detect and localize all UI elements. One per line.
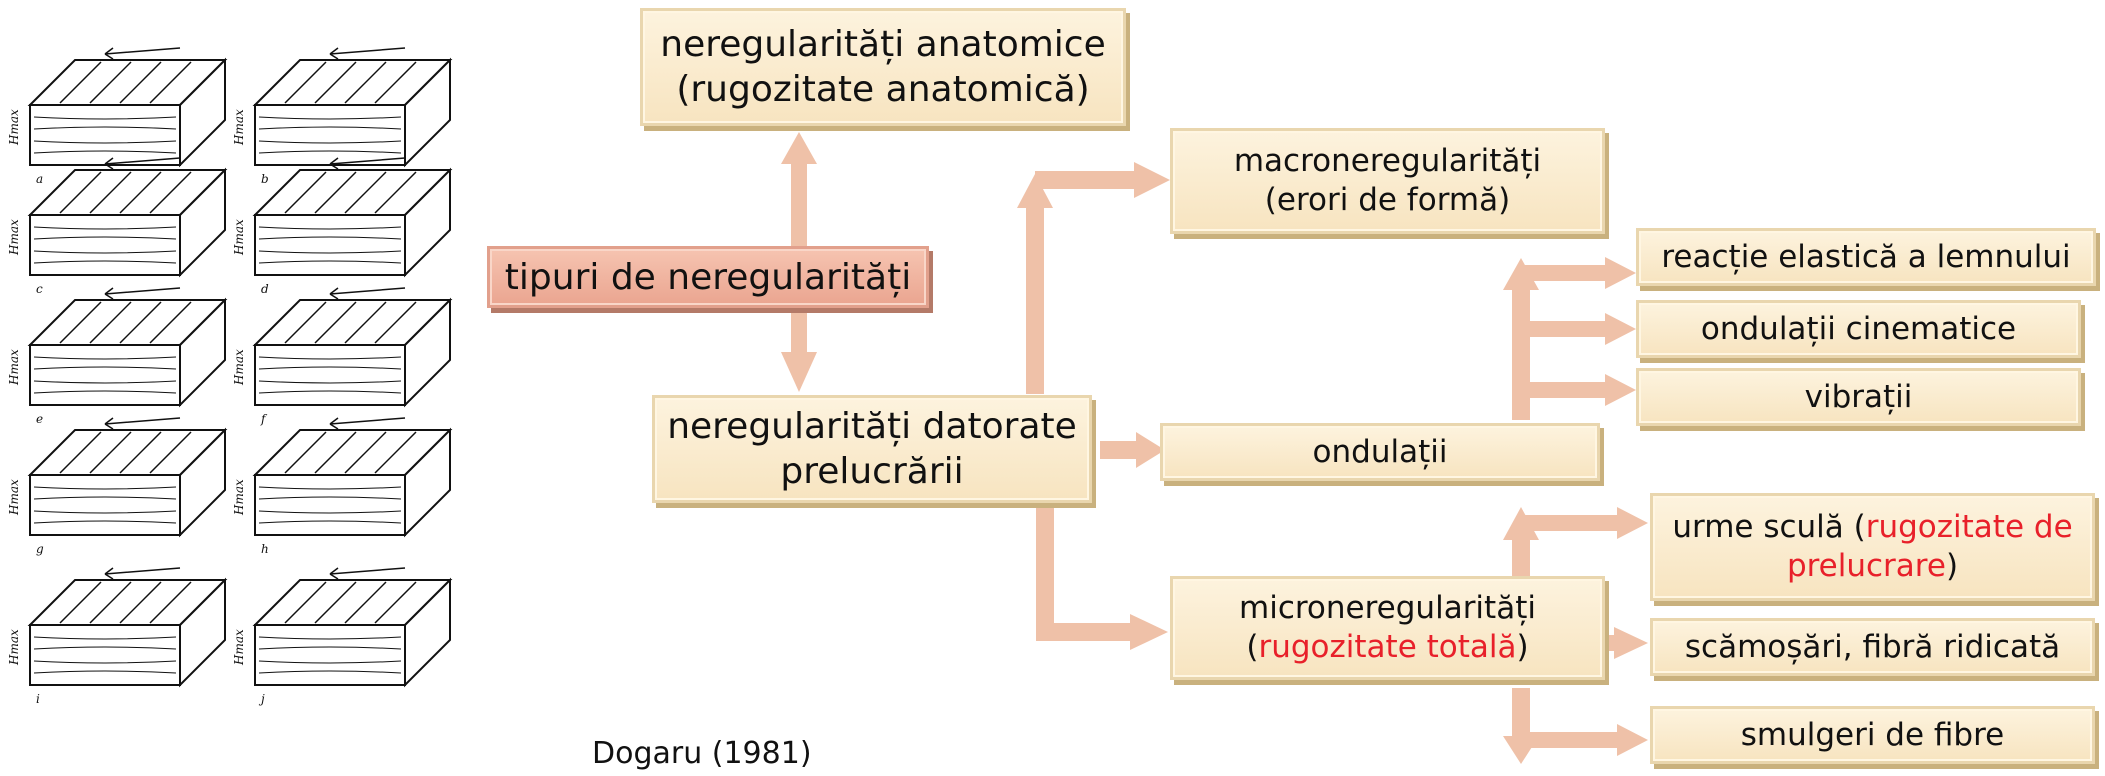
node-anatomice-line1: neregularități anatomice [660, 24, 1106, 65]
node-scamosari: scămoșări, fibră ridicată [1650, 618, 2095, 676]
node-micro-line2: (rugozitate totală) [1246, 628, 1528, 667]
node-urme-highlight2: prelucrare [1786, 548, 1946, 584]
node-cinematice: ondulații cinematice [1636, 300, 2081, 358]
wood-block-i: i Hmax [7, 567, 228, 706]
panel-letter-g: g [36, 542, 44, 556]
panel-letter-j: j [258, 692, 265, 706]
hmax-label: Hmax [7, 109, 21, 146]
panel-letter-i: i [36, 692, 40, 706]
node-reactie-label: reacție elastică a lemnului [1661, 238, 2071, 275]
node-anatomice-line2: (rugozitate anatomică) [676, 69, 1090, 110]
node-datorate-line2: prelucrării [780, 451, 964, 492]
node-tipuri: tipuri de neregularități [487, 246, 929, 308]
node-anatomice: neregularități anatomice (rugozitate ana… [640, 8, 1126, 126]
hmax-label: Hmax [7, 629, 21, 666]
wood-block-e: e Hmax [7, 287, 228, 426]
hmax-label: Hmax [7, 349, 21, 386]
node-micro-close: ) [1516, 629, 1529, 665]
hmax-label: Hmax [232, 219, 246, 256]
wood-block-j: j Hmax [232, 567, 453, 706]
wood-block-f: f Hmax [232, 287, 453, 426]
node-urme-highlight1: rugozitate de [1865, 509, 2073, 546]
hmax-label: Hmax [7, 479, 21, 516]
node-datorate: neregularități datorate prelucrării [652, 395, 1092, 503]
node-urme-line1: urme sculă (rugozitate de [1672, 508, 2072, 547]
node-urme-post: ) [1945, 548, 1959, 584]
panel-letter-f: f [260, 412, 268, 426]
node-macro-line2: (erori de formă) [1264, 182, 1511, 218]
node-micro-highlight: rugozitate totală [1258, 629, 1517, 665]
panel-letter-d: d [261, 282, 269, 296]
panel-letter-b: b [261, 172, 269, 186]
node-vibratii-label: vibrații [1804, 378, 1913, 415]
hmax-label: Hmax [7, 219, 21, 256]
node-macro-line1: macroneregularități [1233, 143, 1542, 180]
node-urme-line2: prelucrare) [1787, 547, 1958, 586]
hmax-label: Hmax [232, 109, 246, 146]
wood-block-b: b Hmax [232, 47, 453, 186]
node-smulgeri: smulgeri de fibre [1650, 706, 2095, 764]
node-micro-line1: microneregularități [1239, 590, 1536, 627]
node-micro-open: ( [1246, 629, 1259, 665]
node-vibratii: vibrații [1636, 368, 2081, 426]
node-micro: microneregularități (rugozitate totală) [1170, 576, 1605, 680]
node-ondulatii: ondulații [1160, 423, 1600, 481]
wood-block-a: a Hmax [7, 47, 228, 186]
node-datorate-line1: neregularități datorate [667, 406, 1077, 447]
node-smulgeri-label: smulgeri de fibre [1740, 716, 2005, 753]
wood-block-g: g Hmax [7, 417, 228, 556]
node-cinematice-label: ondulații cinematice [1700, 310, 2017, 347]
wood-block-c: c Hmax [7, 157, 228, 296]
node-ondulatii-label: ondulații [1312, 433, 1448, 470]
panel-letter-c: c [36, 282, 43, 296]
node-reactie: reacție elastică a lemnului [1636, 228, 2096, 286]
hmax-label: Hmax [232, 479, 246, 516]
wood-block-h: h Hmax [232, 417, 453, 556]
node-urme: urme sculă (rugozitate de prelucrare) [1650, 493, 2095, 601]
node-scamosari-label: scămoșări, fibră ridicată [1684, 628, 2061, 665]
hmax-label: Hmax [232, 349, 246, 386]
hmax-label: Hmax [232, 629, 246, 666]
panel-letter-a: a [36, 172, 43, 186]
node-urme-pre: urme sculă ( [1672, 509, 1866, 546]
source-credit: Dogaru (1981) [592, 736, 812, 771]
wood-block-d: d Hmax [232, 157, 453, 296]
panel-letter-e: e [36, 412, 43, 426]
wood-surface-figure: aHmaxbHmaxcHmaxdHmaxeHmaxfHmaxgHmaxhHmax… [7, 47, 453, 706]
panel-letter-h: h [261, 542, 269, 556]
node-tipuri-label: tipuri de neregularități [504, 256, 912, 298]
node-macro: macroneregularități (erori de formă) [1170, 128, 1605, 234]
